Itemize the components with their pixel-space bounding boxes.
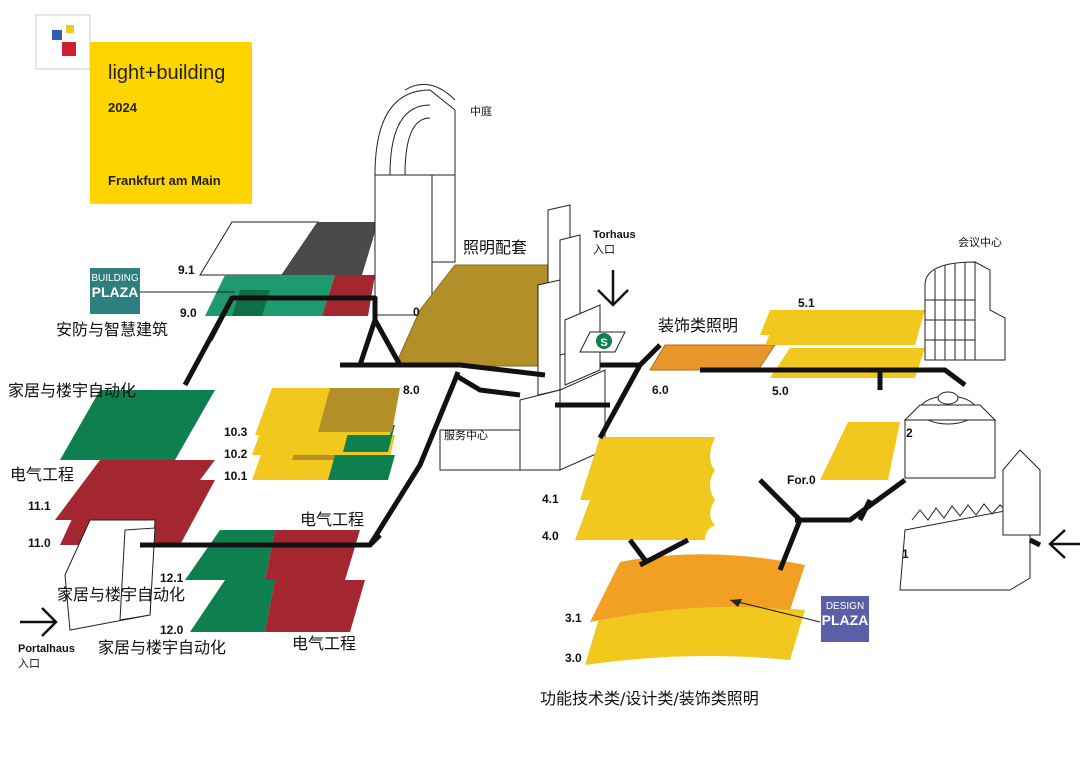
walkways [140, 295, 1042, 571]
lighting-accessories-label: 照明配套 [463, 238, 528, 257]
brand-title: light+building [108, 62, 226, 84]
torhaus-building [439, 204, 606, 471]
hall-10-1-number: 10.1 [224, 469, 248, 483]
hall-10[interactable] [252, 388, 400, 480]
hall-4-0-number: 4.0 [542, 529, 559, 543]
design-plaza-line2: PLAZA [821, 611, 869, 628]
hall-forum[interactable] [820, 422, 900, 480]
portalhaus-building [64, 519, 156, 631]
hall-1-number: 1 [902, 547, 909, 561]
hall-3-1-number: 3.1 [565, 611, 582, 625]
hall-11-0-number: 11.0 [28, 536, 51, 550]
hall-5-0-number: 5.0 [772, 384, 789, 398]
sbahn-icon: S [579, 331, 626, 353]
design-plaza-line1: DESIGN [825, 601, 865, 612]
festhalle [903, 391, 997, 479]
design-plaza-badge: DESIGN PLAZA [821, 596, 869, 642]
decorative-lighting-label: 装饰类照明 [658, 316, 739, 335]
home-building-automation-label-2: 家居与楼宇自动化 [57, 585, 186, 604]
portalhaus-entrance-label: 入口 [18, 657, 40, 670]
hall-9-1-number: 9.1 [178, 263, 195, 277]
messe-logo-icon [35, 14, 91, 70]
portalhaus-arrow-icon [20, 607, 58, 637]
hall-5-1-number: 5.1 [798, 296, 815, 310]
hall-forum-number: For.0 [787, 473, 816, 487]
hall-10-2-number: 10.2 [224, 447, 248, 461]
hall-6-0-number: 6.0 [652, 383, 669, 397]
torhaus-arrow-icon [597, 270, 629, 307]
hall-9[interactable] [199, 221, 378, 316]
brand-year: 2024 [108, 100, 137, 115]
torhaus-entrance-name[interactable]: Torhaus [593, 229, 636, 241]
hall-10-3-number: 10.3 [224, 425, 248, 439]
torhaus-entrance-label: 入口 [593, 243, 615, 256]
atrium-label: 中庭 [470, 105, 492, 118]
functional-design-decorative-label: 功能技术类/设计类/装饰类照明 [540, 689, 759, 708]
hall-8-0-number: 8.0 [403, 383, 420, 397]
brand-city: Frankfurt am Main [108, 173, 221, 188]
hall-11-1-number: 11.1 [28, 499, 51, 513]
congress-center-label: 会议中心 [958, 236, 1002, 249]
service-center-label: 服务中心 [444, 429, 488, 442]
hall-9-0-number: 9.0 [180, 306, 197, 320]
building-plaza-line2: PLAZA [91, 283, 139, 300]
home-building-automation-label-3: 家居与楼宇自动化 [98, 638, 227, 657]
home-building-automation-label-1: 家居与楼宇自动化 [8, 381, 137, 400]
security-smart-building-label: 安防与智慧建筑 [56, 320, 169, 339]
brand-panel [90, 42, 252, 204]
congress-center [924, 261, 1006, 361]
electrical-engineering-label-3: 电气工程 [292, 634, 357, 653]
building-plaza-badge: BUILDING PLAZA [90, 268, 140, 314]
hall-12-0-number: 12.0 [160, 623, 184, 637]
east-entrance-arrow-icon [1048, 529, 1080, 559]
atrium-building [374, 83, 456, 316]
hall-12-1-number: 12.1 [160, 571, 184, 585]
hall-2-number: 2 [906, 426, 913, 440]
portalhaus-entrance-name[interactable]: Portalhaus [18, 643, 75, 655]
hall-0-number: 0 [413, 305, 420, 319]
hall-1 [899, 449, 1041, 591]
building-plaza-line1: BUILDING [91, 273, 139, 284]
hall-6[interactable] [649, 344, 776, 371]
hall-3-0-number: 3.0 [565, 651, 582, 665]
electrical-engineering-label-1: 电气工程 [10, 465, 75, 484]
electrical-engineering-label-2: 电气工程 [300, 510, 365, 529]
hall-4-1-number: 4.1 [542, 492, 559, 506]
hall-4[interactable] [575, 437, 715, 540]
hall-3[interactable] [585, 554, 805, 665]
design-plaza-pointer-head [730, 599, 742, 607]
design-plaza-pointer [729, 599, 821, 623]
sbahn-icon-glyph: S [600, 337, 607, 349]
